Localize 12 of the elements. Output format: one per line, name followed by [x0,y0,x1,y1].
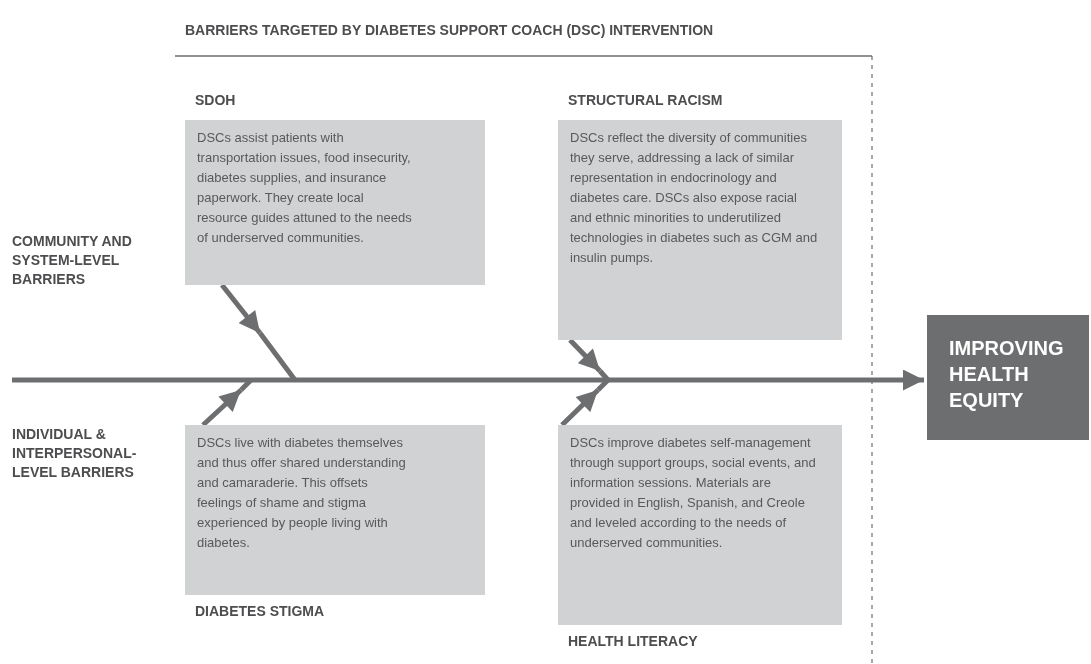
category-heading: HEALTH LITERACY [568,633,698,649]
description-box: DSCs live with diabetes themselves and thus offer shared understanding and camaraderie. This offsets feelings of shame and stigma experienced by people living with diabetes. [185,425,485,595]
category-heading: SDOH [195,92,236,108]
barrier-level-label: INDIVIDUAL & INTERPERSONAL-LEVEL BARRIERS [12,425,138,482]
description-box: DSCs assist patients with transportation issues, food insecurity, diabetes supplies, and insurance paperwork. They create local resource guides attuned to the needs of underserved communities. [185,120,485,285]
category-heading: STRUCTURAL RACISM [568,92,723,108]
outcome-box: IMPROVING HEALTH EQUITY [927,315,1089,440]
diagram-title: BARRIERS TARGETED BY DIABETES SUPPORT COACH (DSC) INTERVENTION [185,22,714,38]
description-box: DSCs improve diabetes self-management through support groups, social events, and information sessions. Materials are provided in English, Spanish, and Creole and leveled according to the needs of underserved communities. [558,425,842,625]
description-box: DSCs reflect the diversity of communities they serve, addressing a lack of similar representation in endocrinology and diabetes care. DSCs also expose racial and ethnic minorities to underutilized technologies in diabetes such as CGM and insulin pumps. [558,120,842,340]
barrier-level-label: COMMUNITY AND SYSTEM-LEVEL BARRIERS [12,232,133,289]
category-heading: DIABETES STIGMA [195,603,325,619]
